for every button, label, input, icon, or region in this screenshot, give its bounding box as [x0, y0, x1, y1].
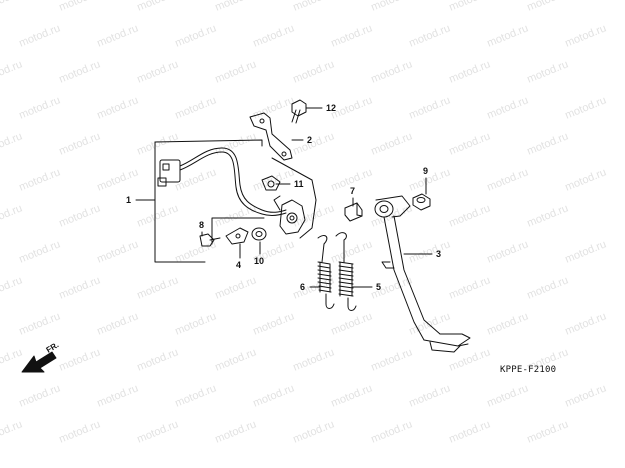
nut-icon [412, 193, 431, 211]
callout-6: 6 [300, 282, 306, 292]
bolt-icon-8 [199, 233, 221, 247]
callout-7: 7 [350, 186, 356, 196]
callout-9: 9 [423, 166, 429, 176]
callout-11: 11 [294, 179, 304, 189]
callout-3: 3 [436, 249, 442, 259]
callout-2: 2 [307, 135, 313, 145]
spring-icon-6 [317, 235, 335, 309]
callout-5: 5 [376, 282, 382, 292]
callout-8: 8 [199, 220, 205, 230]
leader-lines [135, 107, 433, 288]
callout-4: 4 [236, 260, 242, 270]
spring-icon-5 [335, 232, 357, 311]
clip-icon [261, 175, 281, 191]
front-arrow-icon [21, 351, 57, 373]
callout-10: 10 [254, 256, 265, 266]
callout-12: 12 [326, 103, 337, 113]
plate-icon [211, 217, 265, 245]
stand-icon [374, 195, 471, 353]
bolt-icon-12 [291, 99, 307, 124]
callout-1: 1 [126, 195, 132, 205]
washer-icon [251, 227, 267, 241]
harness-frame [154, 139, 317, 263]
bolt-icon-7 [344, 202, 363, 222]
switch-harness-icon [157, 147, 306, 235]
diagram-code: KPPE-F2100 [500, 365, 557, 375]
bracket-icon [249, 112, 293, 161]
